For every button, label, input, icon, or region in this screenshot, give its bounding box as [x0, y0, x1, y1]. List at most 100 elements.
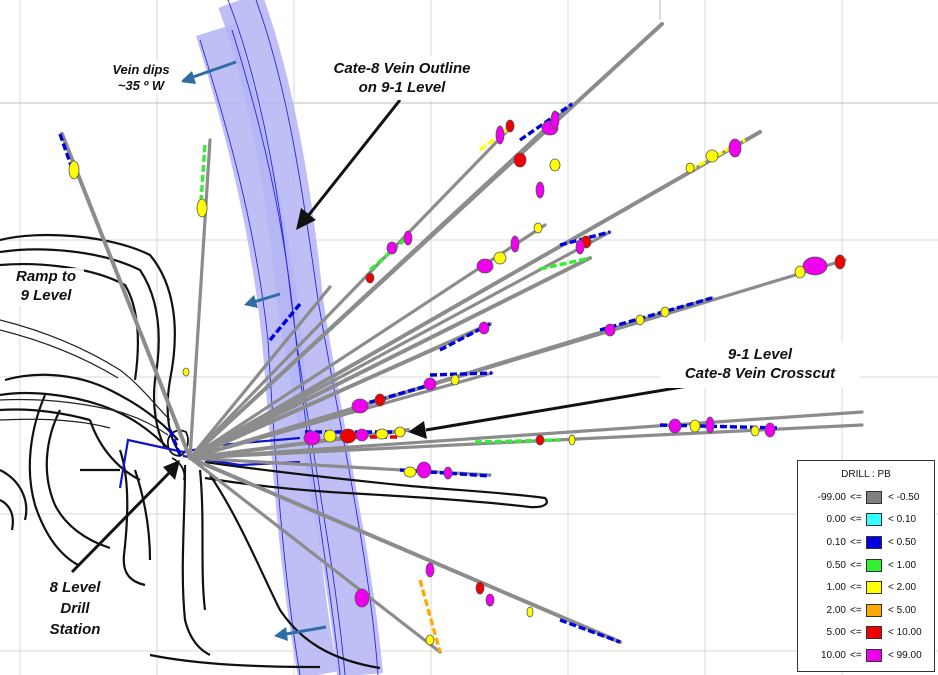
assay-marker	[423, 377, 437, 391]
legend-row: 10.00 <= < 99.00	[798, 644, 934, 667]
station-cutouts	[167, 429, 189, 481]
legend-high-value: < 99.00	[888, 649, 922, 661]
assay-marker	[526, 606, 534, 618]
vein-outline-pointer-arrow-icon	[296, 99, 402, 230]
assay-marker	[303, 430, 321, 446]
drill-hole-trace	[188, 138, 212, 460]
assay-marker	[403, 466, 417, 478]
assay-marker	[68, 160, 80, 180]
assay-marker	[339, 428, 357, 444]
dip-arrow-icon	[274, 625, 327, 641]
legend-high-value: < 5.00	[888, 604, 917, 616]
assay-marker	[834, 254, 846, 270]
legend-row: 5.00<=< 10.00	[798, 622, 934, 645]
assay-interval	[429, 371, 493, 377]
assay-marker	[476, 258, 494, 274]
assay-marker	[689, 419, 701, 433]
legend-color-swatch	[866, 626, 882, 640]
drill-hole-trace	[188, 223, 547, 460]
legend-color-swatch	[866, 535, 882, 549]
legend-operator: <=	[850, 627, 862, 639]
assay-marker	[425, 562, 435, 578]
assay-marker	[196, 198, 208, 218]
legend-high-value: < -0.50	[888, 491, 920, 503]
vein-band-lower	[195, 24, 338, 675]
legend-row: 0.00<=< 0.10	[798, 509, 934, 532]
drill-station-line-3: Station	[49, 621, 101, 638]
drill-hole-trace	[188, 256, 592, 460]
assay-marker	[533, 222, 543, 234]
assay-marker	[425, 634, 435, 646]
assay-marker	[802, 256, 828, 276]
legend-color-swatch	[866, 603, 882, 617]
legend-color-swatch	[866, 513, 882, 527]
legend-low-value: 2.00	[826, 604, 846, 616]
assay-marker	[764, 422, 776, 438]
vein-outline-line-1: Cate-8 Vein Outline	[333, 60, 471, 77]
ramp-loops	[0, 319, 171, 436]
legend-row: 2.00 <= < 5.00	[798, 599, 934, 622]
drill-hole-trace	[188, 102, 574, 460]
legend-row: 0.10<=< 0.50	[798, 531, 934, 554]
vein-outline-label: Cate-8 Vein Outline on 9-1 Level	[312, 56, 492, 100]
assay-marker	[685, 162, 695, 174]
legend-operator: <=	[850, 649, 862, 661]
legend-row: 1.00<=< 2.00	[798, 576, 934, 599]
assay-marker	[604, 323, 616, 337]
legend-high-value: < 0.10	[888, 514, 917, 526]
assay-marker	[355, 428, 369, 442]
assay-interval	[168, 429, 182, 456]
assay-marker	[416, 461, 432, 479]
legend-color-swatch	[866, 558, 882, 572]
drill-hole-trace	[188, 428, 410, 460]
assay-marker	[386, 241, 398, 255]
assay-marker	[513, 152, 527, 168]
assay-marker	[403, 230, 413, 246]
dip-arrow-icon	[244, 292, 281, 308]
legend-row: -99.00 <= < -0.50	[798, 486, 934, 509]
vein-dips-label: Vein dips ~35 º W	[100, 62, 182, 95]
legend-operator: <=	[850, 536, 862, 548]
assay-marker	[635, 314, 645, 326]
legend-high-value: < 1.00	[888, 559, 917, 571]
assay-marker	[351, 398, 369, 414]
vein-dips-line-1: Vein dips	[112, 62, 170, 77]
drill-station-label: 8 Level Drill Station	[38, 577, 112, 640]
legend-operator: <=	[850, 491, 862, 503]
assay-marker	[535, 434, 545, 446]
assay-marker	[443, 466, 453, 480]
assay-marker	[668, 418, 682, 434]
legend-high-value: < 10.00	[888, 627, 922, 639]
drill-hole-trace	[188, 410, 864, 460]
assay-marker	[365, 272, 375, 284]
assay-marker	[728, 138, 742, 158]
assay-marker	[323, 429, 337, 443]
assay-marker	[450, 374, 460, 386]
legend-low-value: 10.00	[820, 649, 846, 661]
assay-interval	[474, 438, 561, 444]
assay-marker	[705, 149, 719, 163]
assay-marker	[485, 593, 495, 607]
legend-operator: <=	[850, 604, 862, 616]
drill-hole-trace	[188, 123, 515, 460]
assay-marker	[394, 426, 406, 438]
legend-color-swatch	[866, 648, 882, 662]
assay-interval	[539, 256, 591, 271]
assay-marker	[510, 235, 520, 253]
assay-marker	[660, 306, 670, 318]
assay-marker	[550, 110, 560, 130]
assay-marker	[475, 581, 485, 595]
assay-markers	[68, 110, 846, 646]
legend-low-value: 0.50	[826, 559, 846, 571]
drill-hole-trace	[188, 456, 442, 654]
legend-high-value: < 0.50	[888, 536, 917, 548]
legend-row: 0.50 <= < 1.00	[798, 554, 934, 577]
assay-marker	[493, 251, 507, 265]
crosscut-label: 9-1 Level Cate-8 Vein Crosscut	[660, 342, 860, 388]
legend-low-value: -99.00	[817, 491, 846, 503]
legend-operator: <=	[850, 559, 862, 571]
